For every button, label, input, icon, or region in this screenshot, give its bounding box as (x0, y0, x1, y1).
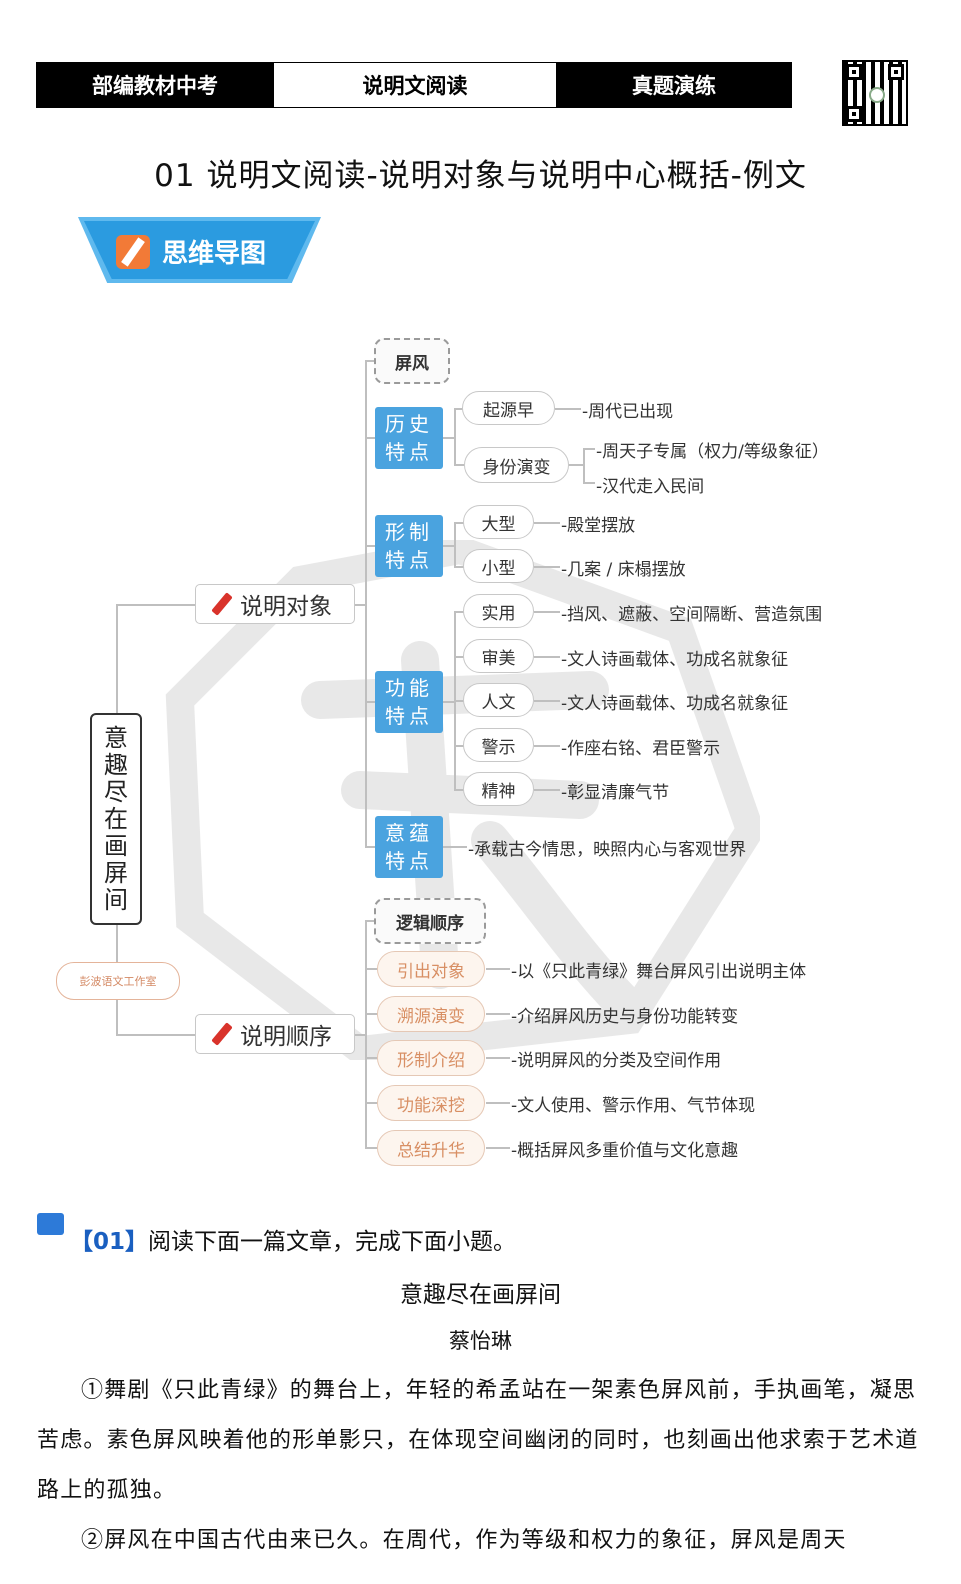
page-title: 01 说明文阅读-说明对象与说明中心概括-例文 (154, 158, 807, 194)
node-aesthetic: 审美 (463, 639, 534, 673)
node-early-origin: 起源早 (462, 391, 555, 425)
tab-real-exam-practice[interactable]: 真题演练 (557, 63, 791, 107)
node-history-features: 历史特点 (375, 407, 443, 469)
tab-expository-reading[interactable]: 说明文阅读 (273, 63, 557, 107)
leaf-han-commoners: -汉代走入民间 (596, 477, 705, 497)
leaf-function-deep: -文人使用、警示作用、气节体现 (511, 1096, 756, 1116)
node-trace-origin: 溯源演变 (377, 996, 485, 1032)
article-paragraph-2: ②屏风在中国古代由来已久。在周代，作为等级和权力的象征，屏风是周天 (81, 1528, 847, 1553)
leaf-spirit: -彰显清廉气节 (561, 783, 670, 803)
leaf-summary: -概括屏风多重价值与文化意趣 (511, 1141, 739, 1161)
pencil-icon (211, 1022, 233, 1046)
node-meaning-features: 意蕴特点 (375, 816, 443, 878)
banner-label: 思维导图 (162, 239, 267, 269)
leaf-introduce-object: -以《只此青绿》舞台屏风引出说明主体 (511, 962, 807, 982)
node-logical-order: 逻辑顺序 (374, 898, 486, 944)
node-practical: 实用 (463, 594, 534, 628)
node-function-deep: 功能深挖 (377, 1085, 485, 1121)
node-identity-evolution: 身份演变 (464, 447, 569, 483)
node-large: 大型 (463, 505, 534, 539)
pencil-note-icon (116, 235, 150, 269)
studio-stamp: 彭波语文工作室 (56, 962, 180, 1000)
node-shape-features: 形制特点 (375, 515, 443, 577)
node-humanistic: 人文 (463, 683, 534, 717)
qr-code-icon (842, 60, 908, 126)
article-author: 蔡怡琳 (449, 1329, 512, 1353)
node-shape-intro: 形制介绍 (377, 1040, 485, 1076)
node-spirit: 精神 (463, 772, 534, 806)
leaf-emperor-exclusive: -周天子专属（权力/等级象征） (596, 442, 829, 462)
leaf-humanistic: -文人诗画载体、功成名就象征 (561, 694, 789, 714)
node-small: 小型 (463, 549, 534, 583)
article-paragraph-1: ①舞剧《只此青绿》的舞台上，年轻的希孟站在一架素色屏风前，手执画笔，凝思苦虑。素… (37, 1378, 919, 1503)
mindmap-banner: 思维导图 (78, 217, 321, 283)
question-prompt: 阅读下面一篇文章，完成下面小题。 (148, 1229, 517, 1255)
leaf-meaning: -承载古今情思，映照内心与客观世界 (468, 840, 747, 860)
leaf-trace-origin: -介绍屏风历史与身份功能转变 (511, 1007, 739, 1027)
node-object-screen: 屏风 (374, 338, 450, 384)
node-warning: 警示 (463, 728, 534, 762)
leaf-small-table: -几案 / 床榻摆放 (561, 560, 686, 580)
node-function-features: 功能特点 (375, 671, 443, 733)
header-tabs: 部编教材中考 说明文阅读 真题演练 (36, 62, 792, 108)
leaf-practical: -挡风、遮蔽、空间隔断、营造氛围 (561, 605, 823, 625)
tab-textbook-exam[interactable]: 部编教材中考 (37, 63, 273, 107)
question-bookmark-icon (37, 1213, 64, 1235)
leaf-shape-intro: -说明屏风的分类及空间作用 (511, 1051, 722, 1071)
branch-explanation-order: 说明顺序 (195, 1014, 355, 1054)
mindmap-root: 意趣尽在画屏间 (90, 713, 142, 925)
node-summary: 总结升华 (377, 1130, 485, 1166)
article-title: 意趣尽在画屏间 (400, 1282, 561, 1308)
question-number: 【01】 (70, 1229, 149, 1255)
node-introduce-object: 引出对象 (377, 951, 485, 987)
leaf-warning: -作座右铭、君臣警示 (561, 739, 721, 759)
branch-explanation-object: 说明对象 (195, 584, 355, 624)
leaf-large-hall: -殿堂摆放 (561, 516, 636, 536)
leaf-aesthetic: -文人诗画载体、功成名就象征 (561, 650, 789, 670)
leaf-zhou-dynasty: -周代已出现 (582, 402, 674, 422)
pencil-icon (211, 592, 233, 616)
question-heading: 【01】阅读下面一篇文章，完成下面小题。 (70, 1222, 516, 1256)
